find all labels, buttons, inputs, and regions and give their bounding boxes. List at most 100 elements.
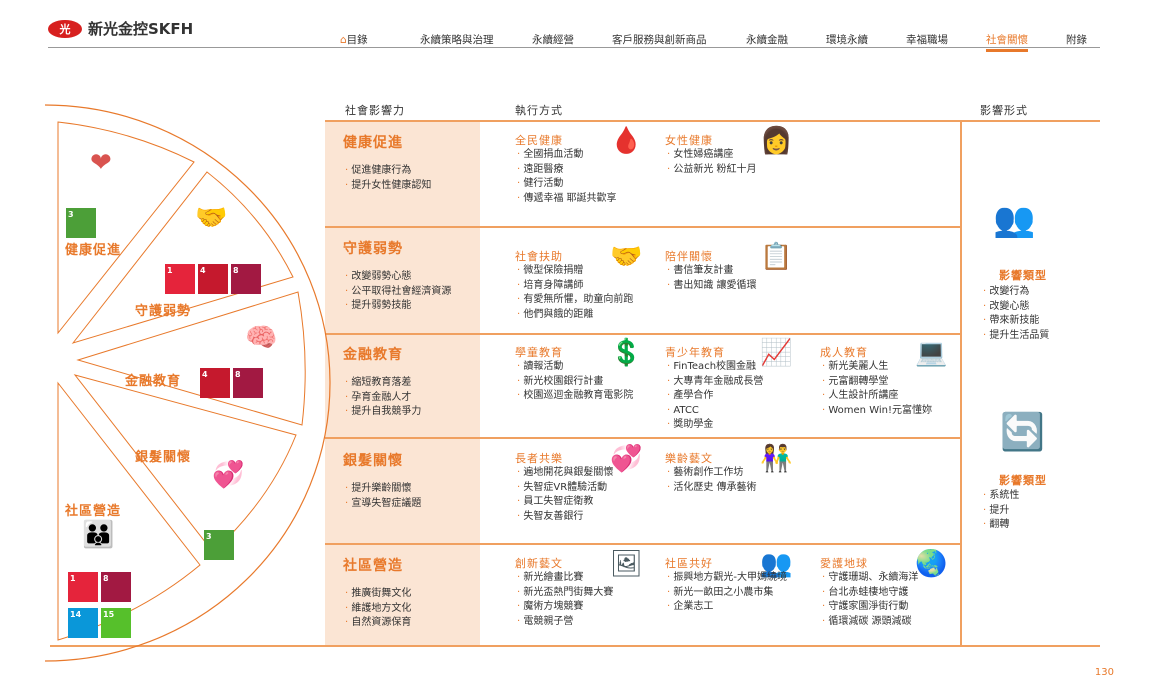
method-list: 新光繪畫比賽新光盃熱門街舞大賽魔術方塊競賽電競親子營 (517, 571, 613, 629)
row-divider (325, 437, 960, 439)
method-item: 產學合作 (667, 389, 763, 404)
category-title: 金融教育 (343, 347, 403, 363)
logo-mark: 光 (48, 19, 82, 38)
method-list: 讀報活動新光校園銀行計畫校園巡迴金融教育電影院 (517, 360, 633, 404)
method-group-title: 愛護地球 (820, 557, 868, 570)
method-item: 失智症VR體驗活動 (517, 481, 613, 496)
method-item: ATCC (667, 404, 763, 419)
method-item: 讀報活動 (517, 360, 633, 375)
method-item: 新光繪畫比賽 (517, 571, 613, 586)
method-item: 新光盃熱門街舞大賽 (517, 586, 613, 601)
method-item: 書信筆友計畫 (667, 264, 757, 279)
nav-item[interactable]: 環境永續 (826, 34, 868, 46)
method-item: 遍地開花與銀髮關懷 (517, 466, 613, 481)
impact-item: 促進健康行為 (345, 164, 431, 179)
method-item: 書出知識 讓愛循環 (667, 279, 756, 294)
method-item: 藝術創作工作坊 (667, 466, 757, 481)
method-item: FinTeach校園金融 (667, 360, 763, 375)
impact-list: 推廣街舞文化維護地方文化自然資源保育 (345, 587, 411, 631)
method-item: 新光一畝田之小農市集 (667, 586, 787, 601)
helping-people-icon: 🤝 (195, 203, 228, 233)
cycle-person-icon: 🔄 (1000, 412, 1045, 453)
method-item: 校園巡迴金融教育電影院 (517, 389, 633, 404)
method-group-title: 全民健康 (515, 134, 563, 147)
nav-item[interactable]: 附錄 (1066, 34, 1087, 46)
category-title: 守護弱勢 (343, 241, 403, 257)
impact-form-item: 帶來新技能 (983, 314, 1049, 329)
home-icon: ⌂ (340, 34, 347, 46)
row-divider (325, 120, 1100, 122)
header-divider (48, 47, 1100, 48)
method-group-icon: 🖼 (610, 549, 644, 579)
method-item: 振興地方觀光-大甲媽繞境 (667, 571, 787, 586)
impact-item: 提升女性健康認知 (345, 179, 431, 194)
method-group-icon: 📋 (760, 242, 793, 272)
method-item: 元富翻轉學堂 (822, 375, 932, 390)
fan-label: 社區營造 (65, 504, 122, 519)
nav-item-active[interactable]: 社會關懷 (986, 32, 1028, 52)
col-head-impact: 社會影響力 (345, 104, 405, 117)
sdg-4-icon: 4 (200, 368, 230, 398)
method-list: 遍地開花與銀髮關懷失智症VR體驗活動員工失智症衛教失智友善銀行 (517, 466, 613, 524)
impact-list: 改變弱勢心態公平取得社會經濟資源提升弱勢技能 (345, 270, 451, 314)
people-icon: 👥 (993, 200, 1036, 240)
category-title: 健康促進 (343, 135, 403, 151)
nav-item[interactable]: 永續金融 (746, 34, 788, 46)
method-item: 培育身障講師 (517, 279, 633, 294)
method-group-icon: 📈 (760, 338, 793, 368)
impact-form-title: 影響類型 (999, 474, 1047, 487)
elderly-heart-icon: 💞 (212, 460, 245, 490)
impact-item: 縮短教育落差 (345, 376, 421, 391)
method-item: 守護家園淨街行動 (822, 600, 918, 615)
impact-item: 維護地方文化 (345, 602, 411, 617)
method-item: 員工失智症衛教 (517, 495, 613, 510)
impact-form-item: 改變心態 (983, 300, 1049, 315)
head-dollar-icon: 🧠 (245, 323, 278, 353)
sdg-8-icon: 8 (231, 264, 261, 294)
method-item: 循環減碳 源頭減碳 (822, 615, 918, 630)
method-group-title: 社區共好 (665, 557, 713, 570)
fan-label: 守護弱勢 (135, 304, 192, 319)
nav-item[interactable]: 客戶服務與創新商品 (612, 34, 707, 46)
nav-contents[interactable]: ⌂ 目錄 (340, 34, 368, 46)
sdg-14-icon: 14 (68, 608, 98, 638)
method-item: 魔術方塊競賽 (517, 600, 613, 615)
method-group-title: 女性健康 (665, 134, 713, 147)
method-group-title: 創新藝文 (515, 557, 563, 570)
sdg-15-icon: 15 (101, 608, 131, 638)
impact-item: 提升樂齡關懷 (345, 482, 421, 497)
impact-item: 改變弱勢心態 (345, 270, 451, 285)
nav-item[interactable]: 幸福職場 (906, 34, 948, 46)
impact-item: 推廣街舞文化 (345, 587, 411, 602)
method-list: 全國捐血活動遠距醫療健行活動傳遞幸福 耶誕共歡享 (517, 148, 616, 206)
method-item: 獎助學金 (667, 418, 763, 433)
method-item: 守護珊瑚、永續海洋 (822, 571, 918, 586)
top-nav: ⌂ 目錄 永續策略與治理 永續經營 客戶服務與創新商品 永續金融 環境永續 幸福… (340, 32, 1087, 52)
logo[interactable]: 光 新光金控SKFH (48, 18, 193, 39)
category-title: 社區營造 (343, 558, 403, 574)
impact-item: 宣導失智症議題 (345, 497, 421, 512)
sdg-3-icon: 3 (66, 208, 96, 238)
impact-form-list: 系統性 提升 翻轉 (983, 489, 1019, 533)
method-group-icon: 👩 (760, 126, 793, 156)
heart-pulse-icon: ❤ (90, 148, 112, 178)
method-item: 有愛無所懼，助童向前跑 (517, 293, 633, 308)
method-item: 大專青年金融成長營 (667, 375, 763, 390)
method-group-title: 成人教育 (820, 346, 868, 359)
method-item: 女性婦癌講座 (667, 148, 757, 163)
method-group-icon: 👫 (760, 444, 793, 474)
fan-label: 銀髮關懷 (135, 450, 192, 465)
page-number: 130 (1094, 667, 1114, 678)
impact-item: 提升自我競爭力 (345, 405, 421, 420)
method-group-icon: 💞 (610, 444, 643, 474)
nav-item[interactable]: 永續策略與治理 (420, 34, 494, 46)
impact-item: 公平取得社會經濟資源 (345, 285, 451, 300)
logo-text: 新光金控SKFH (88, 20, 194, 38)
fan-label: 健康促進 (65, 243, 122, 258)
method-item: 新光美麗人生 (822, 360, 932, 375)
nav-item[interactable]: 永續經營 (532, 34, 574, 46)
row-divider (50, 645, 1100, 647)
sdg-1-icon: 1 (165, 264, 195, 294)
sdg-3-icon: 3 (204, 530, 234, 560)
